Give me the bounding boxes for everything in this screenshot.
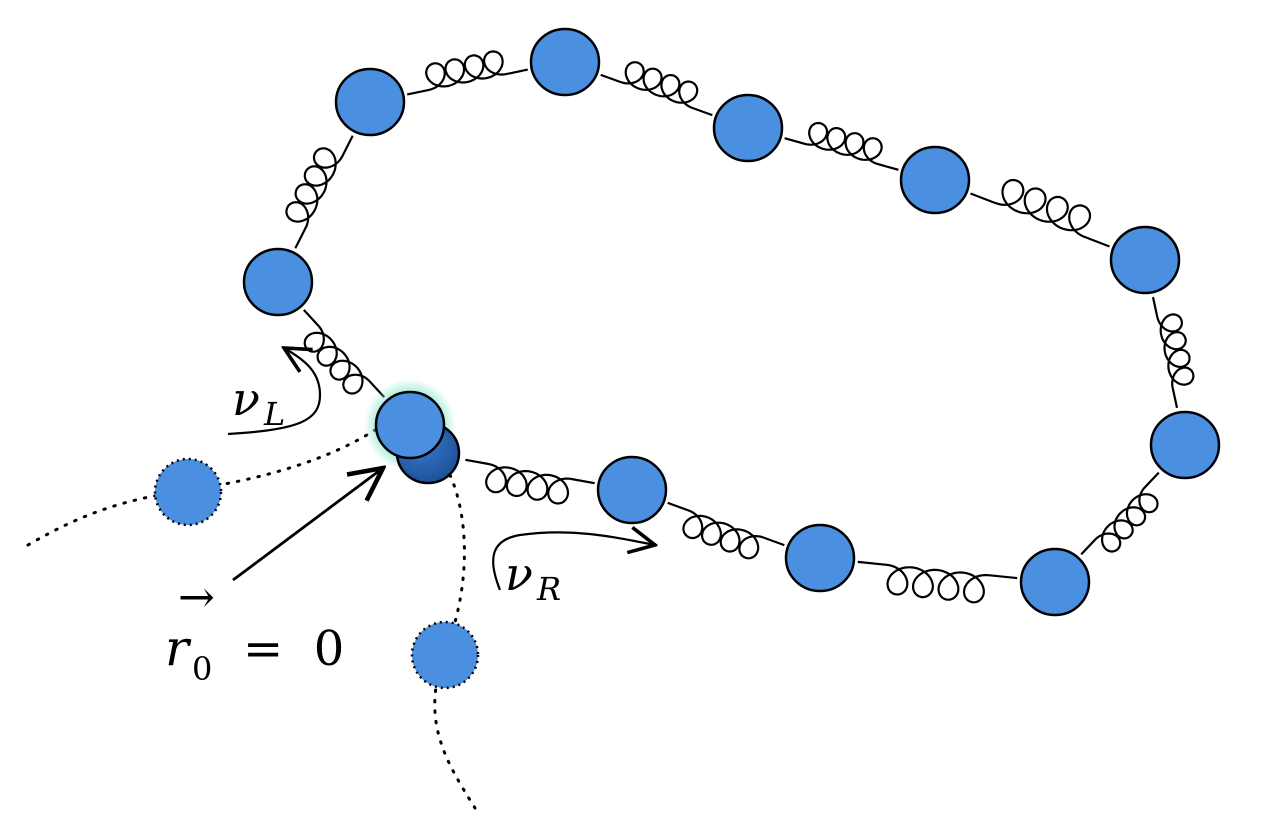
spring-10 [285,135,354,249]
bead-8 [596,455,668,525]
spring-8 [465,458,595,505]
spring-6 [857,560,1018,604]
bead-3 [899,145,971,215]
spring-1 [600,61,713,117]
nu-left-symbol: ν [232,372,260,426]
ghost-chains [26,426,477,810]
r0-equation: = 0 [243,621,344,677]
spring-3 [970,178,1110,248]
nu-right-label: ν R [505,547,561,608]
bead-4 [1109,225,1181,295]
spring-4 [1151,296,1195,409]
spring-2 [784,121,899,171]
beads-layer [242,27,1221,617]
bead-2 [712,93,784,163]
nu-right-arrow [492,532,655,591]
bead-6 [1019,547,1091,617]
bead-1 [529,27,601,97]
r0-symbol: r [165,619,192,677]
bead-11 [242,247,314,317]
springs-layer [285,50,1195,604]
spring-5 [1080,471,1160,556]
r0-subscript: 0 [192,650,212,688]
spring-0 [406,50,529,96]
bead-5 [1149,410,1221,480]
nu-left-arrow [227,348,322,436]
r0-label: → r 0 = 0 [165,572,344,688]
spring-9 [302,309,386,398]
ghost-bead-bottom [410,620,480,690]
origin-bead [374,390,446,460]
spring-7 [667,501,785,560]
nu-right-symbol: ν [505,547,533,601]
nu-left-subscript: L [263,395,285,433]
r0-vector-arrow: → [178,572,215,623]
r0-arrow [232,468,383,582]
bead-7 [784,523,856,593]
nu-right-subscript: R [536,570,561,608]
nu-left-label: ν L [232,372,285,433]
bead-0 [334,67,406,137]
ghost-bead-left [153,457,223,527]
